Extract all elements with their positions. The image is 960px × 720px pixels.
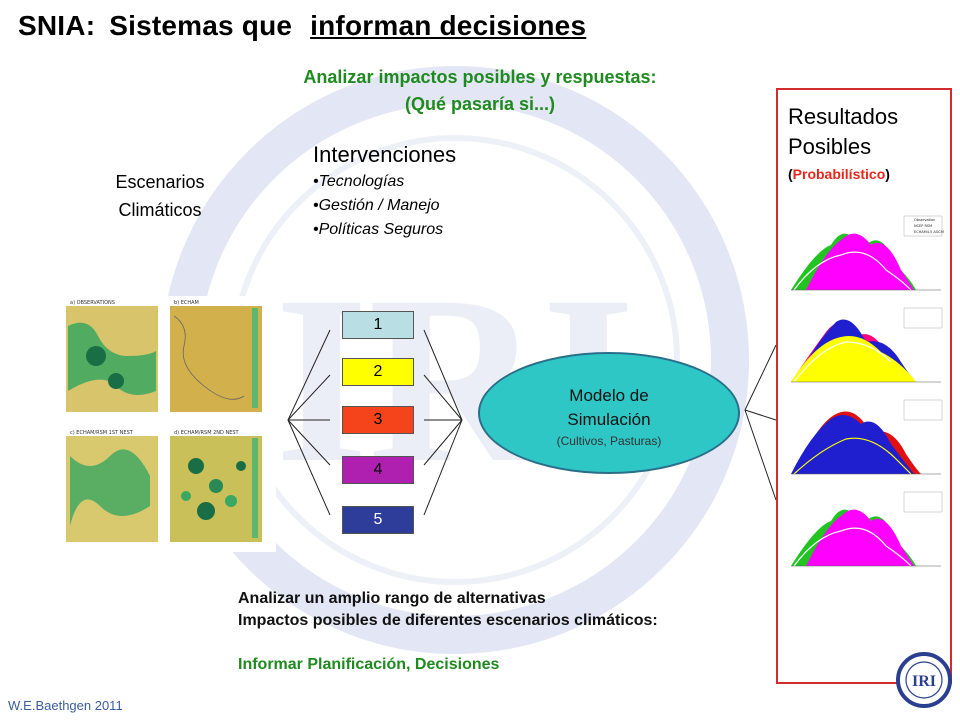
simulation-model-ellipse: Modelo de Simulación (Cultivos, Pasturas… [478,352,740,474]
map-panel-observations: a) OBSERVATIONS [66,300,158,412]
map-label: b) ECHAM [174,300,199,306]
subtitle: Analizar impactos posibles y respuestas:… [230,64,730,118]
option-box-5: 5 [342,506,414,534]
iri-logo: IRI [896,652,952,708]
map-panel-rsm-1st: c) ECHAM/RSM 1ST NEST [66,430,158,542]
intervencion-item: •Políticas Seguros [313,221,444,238]
legend-entry: NCEP RSM [914,224,932,228]
map-label: a) OBSERVATIONS [70,300,115,306]
option-box-4: 4 [342,456,414,484]
escenarios-label: Escenarios Climáticos [90,168,230,224]
title-underlined: informan decisiones [310,10,587,41]
option-label: 4 [373,461,383,478]
probabilistic-label: Probabilístico [792,166,886,182]
map-panel-echam: b) ECHAM [170,300,262,412]
results-probabilistic: (Probabilístico) [788,166,890,182]
subtitle-line2: (Qué pasaría si...) [404,94,556,114]
results-box [776,88,952,684]
subtitle-line1: Analizar impactos posibles y respuestas: [303,67,657,87]
model-line2: Simulación [567,410,651,429]
intervencion-item: •Tecnologías [313,173,405,190]
intervencion-item: •Gestión / Manejo [313,197,440,214]
bottom-line3: Informar Planificación, Decisiones [238,656,500,673]
intervenciones-heading: Intervenciones [313,142,457,167]
bottom-text: Analizar un amplio rango de alternativas… [238,588,658,676]
title-middle: Sistemas que [109,10,293,41]
curve-panel [791,307,943,383]
model-line1: Modelo de [569,386,649,405]
bottom-line1: Analizar un amplio rango de alternativas [238,590,546,607]
title-prefix: SNIA: [18,10,96,41]
option-box-3: 3 [342,406,414,434]
legend-entry: Observation [914,218,935,222]
map-label: d) ECHAM/RSM 2ND NEST [174,430,240,436]
escenarios-line2: Climáticos [118,200,202,220]
results-line2: Posibles [788,134,872,159]
option-box-2: 2 [342,358,414,386]
curve-panel [791,491,943,567]
option-label: 1 [373,316,383,333]
option-label: 3 [373,411,383,428]
curve-panel [791,399,943,475]
climate-maps-figure: a) OBSERVATIONS b) ECHAM c) ECHAM/RSM 1S… [56,296,276,552]
option-label: 2 [373,363,383,380]
map-panel-rsm-2nd: d) ECHAM/RSM 2ND NEST [170,430,262,542]
legend-entry: ECHAM4.5 AGCM [914,230,944,234]
curve-panel: Observation NCEP RSM ECHAM4.5 AGCM [791,215,944,291]
map-label: c) ECHAM/RSM 1ST NEST [70,430,134,436]
probability-curves-figure: Observation NCEP RSM ECHAM4.5 AGCM [791,215,944,567]
escenarios-line1: Escenarios [115,172,205,192]
bottom-line2: Impactos posibles de diferentes escenari… [238,612,658,629]
option-label: 5 [373,511,383,528]
paren-open: ( [788,166,793,182]
footer-author: W.E.Baethgen 2011 [8,698,123,713]
logo-text: IRI [912,673,936,690]
slide-title: SNIA: Sistemas que informan decisiones [18,10,586,42]
model-line3: (Cultivos, Pasturas) [556,434,662,448]
results-title: Resultados Posibles [788,102,898,162]
intervenciones-block: Intervenciones •Tecnologías •Gestión / M… [313,142,456,242]
option-box-1: 1 [342,311,414,339]
results-line1: Resultados [788,104,899,129]
paren-close: ) [885,166,890,182]
intervenciones-list: •Tecnologías •Gestión / Manejo •Política… [313,170,456,242]
